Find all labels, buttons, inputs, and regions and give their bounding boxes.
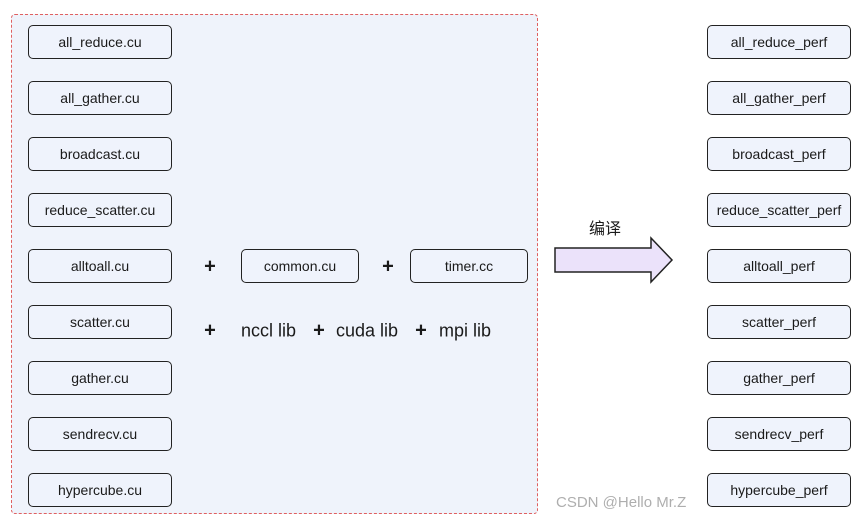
- output-binary-box: sendrecv_perf: [707, 417, 851, 451]
- source-file-box: hypercube.cu: [28, 473, 172, 507]
- source-file-box: alltoall.cu: [28, 249, 172, 283]
- source-file-box: sendrecv.cu: [28, 417, 172, 451]
- nccl-lib-label: nccl lib: [241, 320, 297, 341]
- plus-sign: +: [415, 319, 427, 342]
- output-binary-box: all_reduce_perf: [707, 25, 851, 59]
- output-binary-box: hypercube_perf: [707, 473, 851, 507]
- output-binary-box: gather_perf: [707, 361, 851, 395]
- source-file-box: reduce_scatter.cu: [28, 193, 172, 227]
- plus-sign: +: [313, 319, 325, 342]
- plus-sign: +: [382, 255, 394, 278]
- output-binary-box: scatter_perf: [707, 305, 851, 339]
- compile-label: 编译: [589, 221, 622, 238]
- plus-sign: +: [204, 319, 216, 342]
- output-binary-box: alltoall_perf: [707, 249, 851, 283]
- mpi-lib-label: mpi lib: [439, 320, 492, 341]
- output-binary-box: all_gather_perf: [707, 81, 851, 115]
- output-binary-box: reduce_scatter_perf: [707, 193, 851, 227]
- source-file-box: all_gather.cu: [28, 81, 172, 115]
- compile-arrow-icon: [554, 236, 674, 284]
- source-file-box: all_reduce.cu: [28, 25, 172, 59]
- source-file-box: scatter.cu: [28, 305, 172, 339]
- source-file-box: gather.cu: [28, 361, 172, 395]
- timer-cc-box: timer.cc: [410, 249, 528, 283]
- common-cu-box: common.cu: [241, 249, 359, 283]
- output-binary-box: broadcast_perf: [707, 137, 851, 171]
- watermark: CSDN @Hello Mr.Z: [556, 494, 687, 511]
- plus-sign: +: [204, 255, 216, 278]
- cuda-lib-label: cuda lib: [336, 320, 399, 341]
- source-file-box: broadcast.cu: [28, 137, 172, 171]
